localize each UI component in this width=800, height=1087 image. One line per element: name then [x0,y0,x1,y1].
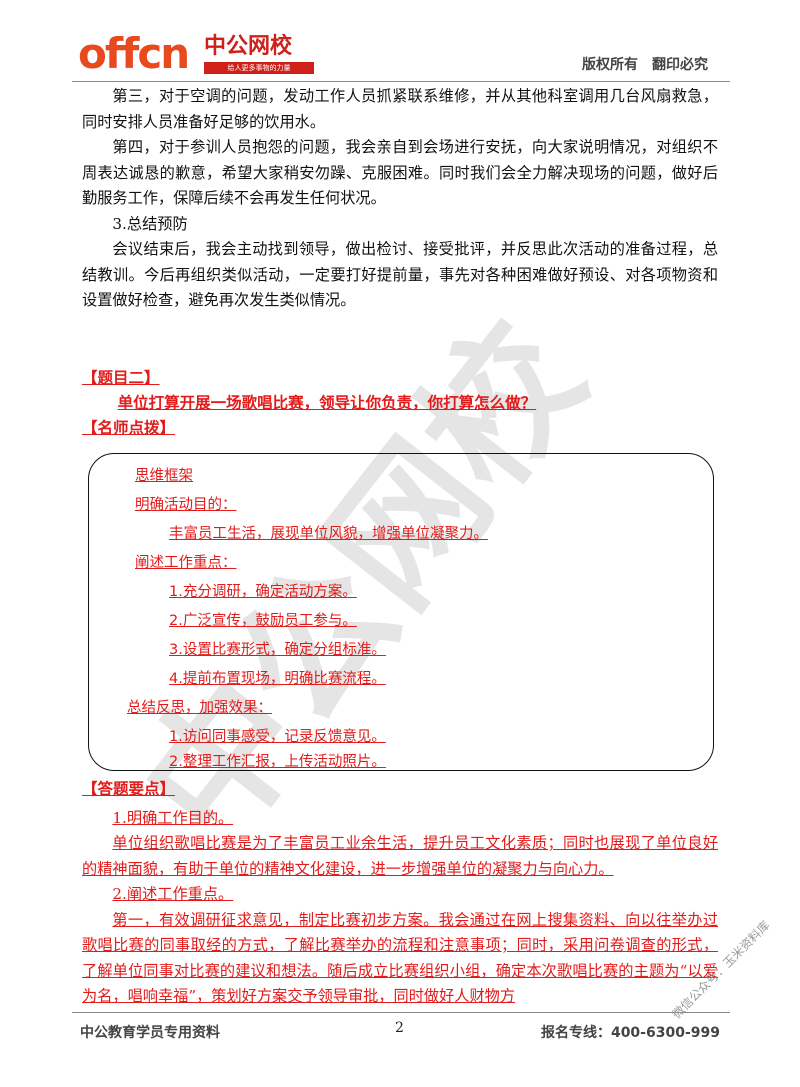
answer-points: 1.明确工作目的。 单位组织歌唱比赛是为了丰富员工业余生活，提升员工文化素质；同… [82,806,718,1010]
logo-slogan: 给人更多事物的力量 [204,62,314,74]
document-body: 第三，对于空调的问题，发动工作人员抓紧联系维修，并从其他科室调用几台风扇救急，同… [82,84,718,1010]
answer-point-1-detail: 单位组织歌唱比赛是为了丰富员工业余生活，提升员工文化素质；同时也展现了单位良好的… [82,834,718,878]
no-reprint: 翻印必究 [652,57,708,73]
footer-label: 中公教育学员专用资料 [80,1025,220,1041]
framework-item-focus: 阐述工作重点： [135,554,237,571]
framework-item-purpose: 明确活动目的： [135,496,237,513]
framework-focus-2: 2.广泛宣传，鼓励员工参与。 [169,612,357,629]
footer-divider [72,1012,730,1013]
label-answer-points: 【答题要点】 [82,779,176,798]
paragraph-third: 第三，对于空调的问题，发动工作人员抓紧联系维修，并从其他科室调用几台风扇救急，同… [82,87,718,131]
framework-focus-4: 4.提前布置现场，明确比赛流程。 [169,670,386,687]
framework-reflect-2: 2.整理工作汇报，上传活动照片。 [169,753,386,770]
thinking-framework-box: 思维框架 明确活动目的： 丰富员工生活，展现单位风貌，增强单位凝聚力。 阐述工作… [88,452,714,771]
page-header: offcn 中公网校 给人更多事物的力量 版权所有翻印必究 [0,0,800,84]
footer-hotline: 报名专线：400-6300-999 [540,1025,720,1041]
logo-text-en: offcn [78,29,190,78]
page-number: 2 [395,1020,404,1036]
label-question-two: 【题目二】 [82,368,160,387]
copyright-notice: 版权所有翻印必究 [582,54,708,74]
framework-focus-3: 3.设置比赛形式，确定分组标准。 [169,641,386,658]
logo-text-cn: 中公网校 [204,34,293,59]
framework-title: 思维框架 [135,467,193,484]
header-divider [72,81,730,82]
framework-item-reflect: 总结反思，加强效果： [127,699,272,716]
framework-purpose-detail: 丰富员工生活，展现单位风貌，增强单位凝聚力。 [169,525,488,542]
rights-reserved: 版权所有 [582,57,638,73]
framework-reflect-1: 1.访问同事感受，记录反馈意见。 [169,728,386,745]
paragraph-fourth: 第四，对于参训人员抱怨的问题，我会亲自到会场进行安抚，向大家说明情况，对组织不周… [82,138,718,207]
subheading-summary: 3.总结预防 [112,214,188,233]
answer-point-1: 1.明确工作目的。 [112,808,234,827]
framework-focus-1: 1.充分调研，确定活动方案。 [169,583,357,600]
question-text: 单位打算开展一场歌唱比赛，领导让你负责，你打算怎么做？ [117,393,537,412]
answer-point-2: 2.阐述工作重点。 [112,885,234,903]
answer-point-2-detail: 第一，有效调研征求意见，制定比赛初步方案。我会通过在网上搜集资料、向以往举办过歌… [82,910,718,1006]
label-teacher-tips: 【名师点拨】 [82,418,176,437]
paragraph-summary: 会议结束后，我会主动找到领导，做出检讨、接受批评，并反思此次活动的准备过程，总结… [82,240,718,309]
